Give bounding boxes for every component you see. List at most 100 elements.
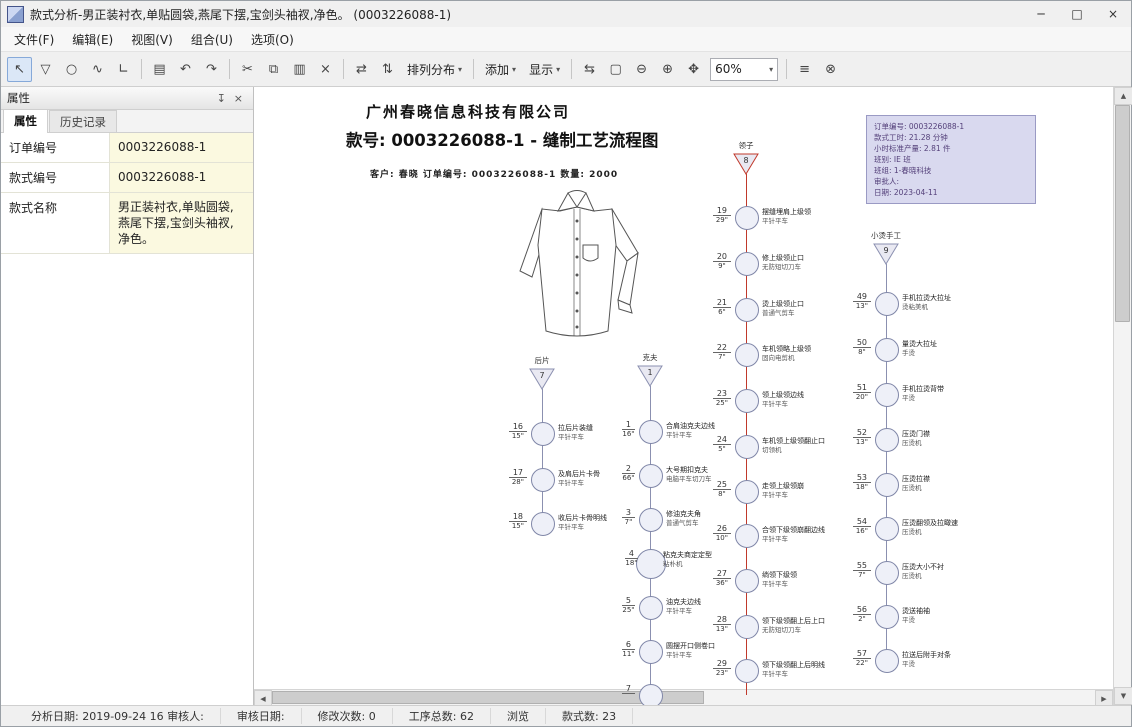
zoom-in-button[interactable]: ⊕: [662, 61, 674, 77]
scroll-up-arrow[interactable]: ▲: [1114, 87, 1132, 105]
bring-forward-button[interactable]: ⇄: [356, 61, 367, 77]
property-value[interactable]: 0003226088-1: [110, 163, 253, 192]
flow-start-triangle[interactable]: 1: [637, 365, 663, 387]
ellipse-tool[interactable]: ○: [65, 61, 78, 77]
flow-node-machine: 无防短切刀车: [762, 262, 801, 271]
menu-item-0[interactable]: 文件(F): [14, 32, 55, 47]
flow-node-label: 拉后片装缝平针平车: [558, 424, 593, 441]
properties-panel-title: 属性: [7, 91, 30, 105]
minimize-button[interactable]: ─: [1037, 7, 1045, 21]
marquee-select-button[interactable]: ▢: [609, 61, 622, 77]
redo-button[interactable]: ↷: [206, 61, 217, 77]
panel-close-icon[interactable]: ×: [233, 91, 243, 105]
curve-tool[interactable]: ∿: [92, 61, 103, 77]
menu-item-3[interactable]: 组合(U): [190, 32, 233, 47]
display-dropdown[interactable]: 显示▾: [523, 58, 566, 81]
menu-item-1[interactable]: 编辑(E): [72, 32, 114, 47]
flow-start-triangle[interactable]: 8: [733, 153, 759, 175]
zoom-combo[interactable]: 60%▾: [710, 57, 779, 81]
menu-item-2[interactable]: 视图(V): [131, 32, 173, 47]
horizontal-scroll-thumb[interactable]: [272, 691, 704, 704]
flow-start-triangle[interactable]: 9: [873, 243, 899, 265]
tab-properties[interactable]: 属性: [3, 109, 48, 133]
vertical-scroll-thumb[interactable]: [1115, 105, 1130, 322]
property-value[interactable]: 男正装衬衣,单贴圆袋,燕尾下摆,宝剑头袖衩,净色。: [110, 193, 253, 253]
cut-button[interactable]: ✂: [242, 61, 253, 77]
add-dropdown[interactable]: 添加▾: [479, 58, 522, 81]
flow-node-operation: 领下级领翻上后明线: [762, 661, 825, 669]
flow-start-triangle[interactable]: 7: [529, 368, 555, 390]
layer-order-button[interactable]: ⇅: [382, 61, 393, 77]
swap-button[interactable]: ⇆: [584, 61, 596, 77]
title-bar[interactable]: 款式分析-男正装衬衣,单贴圆袋,燕尾下摆,宝剑头袖衩,净色。 (00032260…: [1, 1, 1131, 27]
tab-history[interactable]: 历史记录: [49, 110, 117, 132]
flow-node[interactable]: 7: [621, 684, 663, 705]
canvas-page[interactable]: 广州春晓信息科技有限公司 款号: 0003226088-1 - 缝制工艺流程图 …: [254, 87, 1113, 705]
flow-connector: [542, 389, 543, 523]
maximize-button[interactable]: □: [1071, 7, 1083, 21]
scroll-down-arrow[interactable]: ▼: [1114, 687, 1132, 705]
flow-node-machine: 烫粘美机: [902, 302, 928, 311]
triangle-tool[interactable]: ▽: [40, 61, 51, 77]
undo-button[interactable]: ↶: [180, 61, 191, 77]
select-tool[interactable]: ↖: [7, 56, 32, 82]
list-view-button[interactable]: ≡: [799, 61, 811, 77]
stop-button[interactable]: ⊗: [825, 61, 837, 77]
close-button[interactable]: ×: [1107, 7, 1119, 21]
property-value[interactable]: 0003226088-1: [110, 133, 253, 162]
pin-icon[interactable]: ↧: [216, 91, 226, 105]
zoom-out-button[interactable]: ⊖: [636, 61, 648, 77]
scroll-right-arrow[interactable]: ▶: [1095, 690, 1113, 705]
delete-button[interactable]: ×: [320, 61, 331, 77]
paste-button[interactable]: ▥: [293, 61, 306, 77]
flow-node-label: 领下级领翻上后明线平针平车: [762, 661, 825, 678]
menu-item-4[interactable]: 选项(O): [250, 32, 294, 47]
vertical-scrollbar[interactable]: ▲ ▼: [1113, 87, 1132, 705]
polyline-tool[interactable]: ∟: [118, 61, 129, 77]
flow-node-number: 17: [508, 468, 527, 478]
arrange-dropdown[interactable]: 排列分布▾: [401, 58, 468, 81]
flow-node-label: 修油克夫角普通气剪车: [666, 510, 701, 527]
scroll-left-arrow[interactable]: ◀: [254, 690, 272, 705]
flow-node-time: 13": [715, 625, 728, 633]
pan-button[interactable]: ✥: [688, 61, 700, 77]
horizontal-scrollbar[interactable]: ◀ ▶: [254, 689, 1113, 705]
copy-button[interactable]: ⧉: [268, 61, 279, 77]
save-button[interactable]: ▤: [153, 61, 166, 77]
flow-node-operation: 圆摆开口侧卷口: [666, 642, 715, 650]
